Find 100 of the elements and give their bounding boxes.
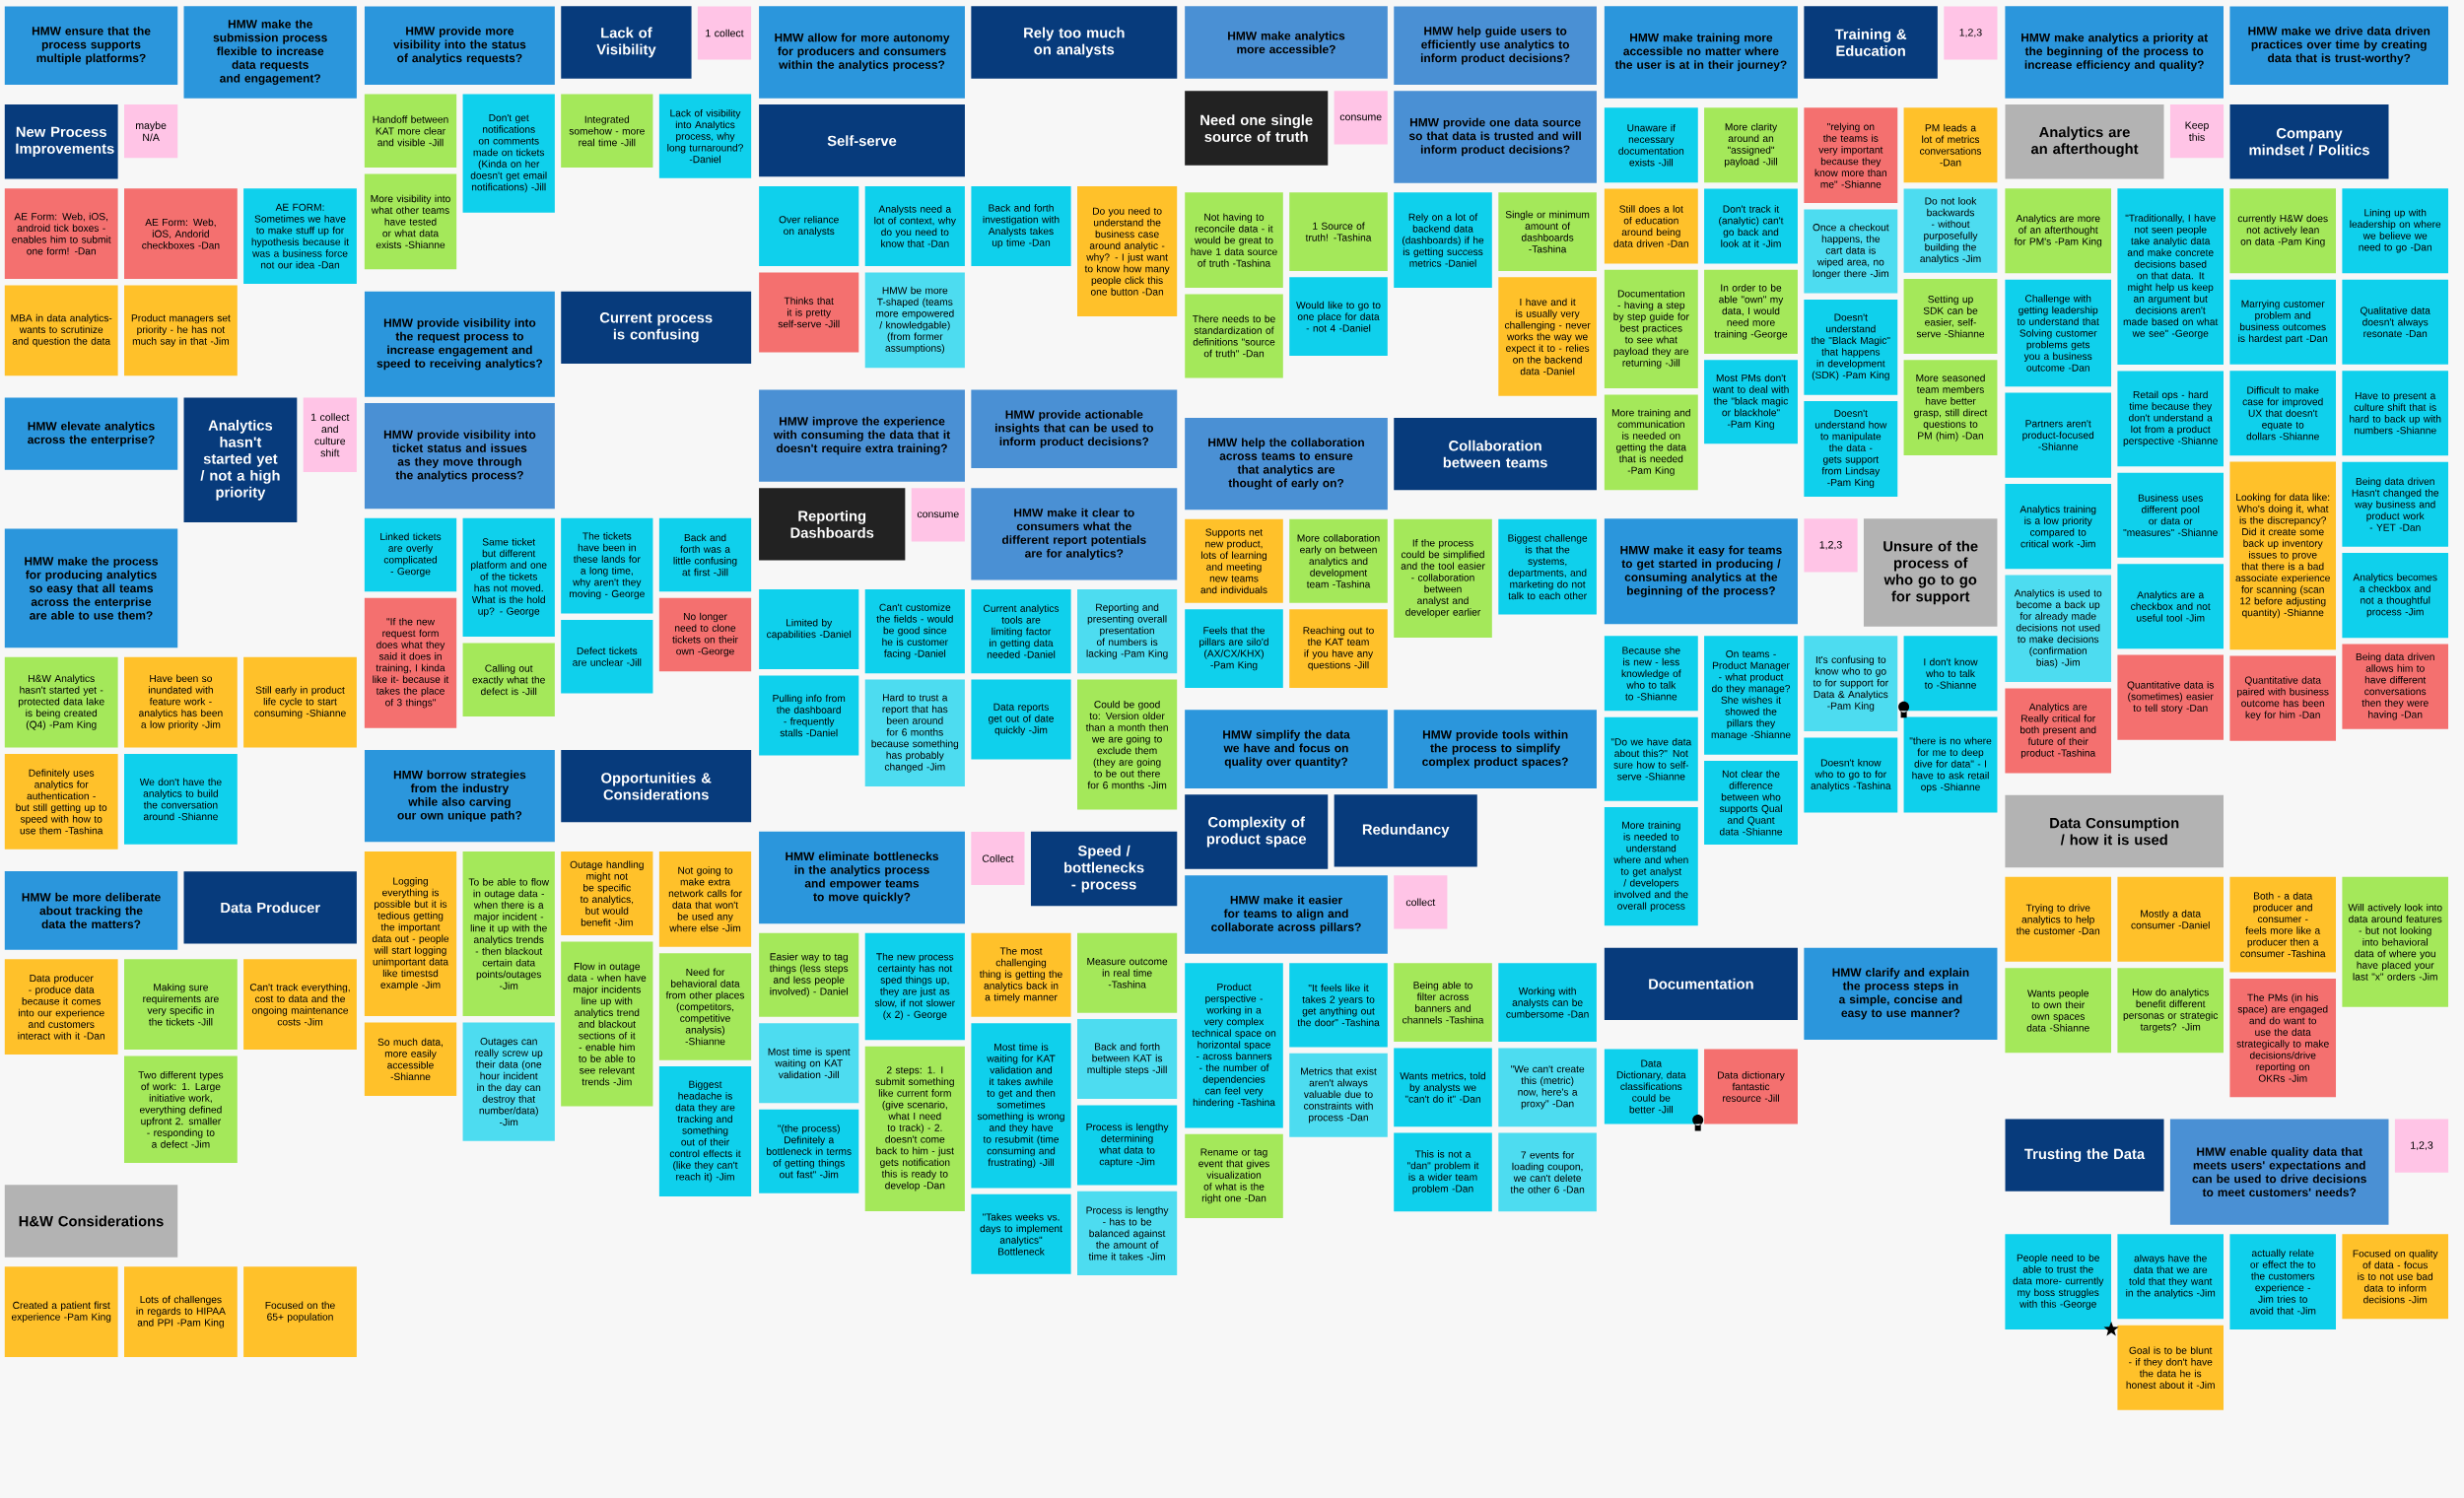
question-card: HMW make analytics more accessible? [1185, 6, 1388, 79]
sticky-note: Biggest headache is data they are tracking and something out of their control effects it (like they can't reach it) -Jim [658, 1066, 752, 1196]
sticky-note: Can't track everything, cost to data and the ongoing maintenance costs -Jim [243, 959, 357, 1051]
sticky-note: "there is no where for me to deep dive for data" - I have to ask retail ops -Shianne [1903, 716, 1998, 813]
sticky-note: Not clear the difference between who supports Qual and Quant data -Shianne [1704, 760, 1798, 846]
sticky-note: 2 steps: 1. I submit something like current form (give scenario, what I need to track) - 2. doesn't come back to him - just gets notification this is ready to develop -Dan [864, 1046, 965, 1211]
theme-card: Current process is confusing [561, 291, 752, 364]
sticky-note: I don't know who to talk to -Shianne [1903, 636, 1998, 712]
sticky-note: I have and it is usually very challenging - never works the way we expect it to - relies on the backend data -Daniel [1498, 277, 1597, 396]
tag-note: consume [1334, 91, 1388, 145]
question-card: HMW be more deliberate about tracking the data the matters? [4, 871, 178, 950]
sticky-note: always have the data that we are told that they want in the analytics -Jim [2117, 1234, 2224, 1320]
theme-card: Collaboration between teams [1394, 417, 1597, 491]
sticky-note: Have been so inundated with feature work - analytics has been a low priority -Jim [124, 656, 238, 748]
question-card: HMW make it clear to consumers what the different report potentials are for analytics? [971, 488, 1178, 580]
theme-card: Data Producer [183, 871, 357, 944]
sticky-note: There needs to be standardization of definitions "source of truth" -Dan [1185, 294, 1283, 378]
sticky-note: Linked tickets are overly complicated - George [364, 517, 457, 592]
sticky-note: Reaching out to the KAT team if you have any questions -Jill [1289, 609, 1388, 688]
question-card: HMW make training more accessible no matter where the user is at in their journey? [1604, 6, 1798, 99]
sticky-note: AE Form: Web, iOS, Andorid checkboxes -Dan [124, 188, 238, 279]
question-card: HMW provide visibility into ticket status and issues as they move through the analytics process? [364, 403, 555, 510]
theme-card: H&W Considerations [4, 1185, 178, 1258]
sticky-note: Flow in outage data - when have major incidents line up with analytics trend and blackout sections of it - enable him to be able to see relevant trends -Jim [561, 941, 653, 1107]
sticky-note: The tickets have been in these lands for a long time, why aren't they moving - George [561, 517, 653, 614]
sticky-note: Back and forth was a little confusing at first -Jill [658, 517, 752, 592]
sticky-note: Analytics becomes a checkbox and not a thoughtful process -Jim [2342, 553, 2448, 639]
theme-card: New Process Improvements [4, 104, 118, 179]
tag-note: 1 collect and culture shift [303, 397, 357, 472]
tag-note: maybe N/A [124, 104, 178, 159]
sticky-note: Thinks that it is pretty self-serve -Jill [759, 272, 859, 353]
sticky-note: Setting up SDK can be easier, self-serve -Shianne [1903, 279, 1998, 354]
theme-card: Rely too much on analysts [971, 6, 1178, 79]
sticky-note: "(the process) Definitely a bottleneck in terms of getting things out fast" -Jim [759, 1109, 859, 1193]
sticky-note: In order to be able "own" my data, I would need more training -George [1704, 269, 1798, 354]
sticky-note: Outage handling might not be specific to analytics, but would benefit -Jim [561, 851, 653, 936]
sticky-note: PM leads a lot of metrics conversations -Dan [1903, 107, 1998, 183]
sticky-note: Not having to reconcile data - it would be great to have 1 data source of truth -Tashina [1185, 192, 1283, 288]
sticky-note: More clarity around an "assigned" payload -Jill [1704, 107, 1798, 183]
sticky-note: Unaware if necessary documentation exists -Jill [1604, 107, 1698, 183]
sticky-note: Limited by capabilities -Daniel [759, 589, 859, 670]
question-card: HMW provide actionable insights that can be used to inform product decisions? [971, 389, 1178, 469]
theme-card: Self-serve [759, 104, 965, 177]
question-card: HMW help the collaboration across teams to ensure that analytics are thought of early on? [1185, 417, 1388, 511]
tag-note: consume [911, 488, 965, 542]
sticky-note: actually relate or effect the to the customers experience - Jim tries to avoid that -Jim [2229, 1234, 2336, 1329]
theme-card: Analytics hasn't started yet / not a high priority [183, 397, 298, 523]
sticky-note: Most time is spent waiting on KAT validation -Jill [759, 1023, 859, 1104]
sticky-note: Marrying customer problem and business outcomes is hardest part -Dan [2229, 279, 2336, 365]
sticky-note: Current analytics tools are limiting factor in getting data needed -Daniel [971, 589, 1071, 674]
sticky-note: Lack of visibility into Analytics process, why long turnaround? -Daniel [658, 94, 752, 178]
question-card: HMW clarify and explain the process steps in a simple, concise and easy to use manner? [1804, 947, 1998, 1040]
sticky-note: Calling out exactly what the defect is -Jill [462, 643, 555, 716]
sticky-note: Analytics are Really critical for both present and future of their product -Tashina [2005, 688, 2111, 774]
sticky-note: Analysts need a lot of context, why do you need to know that -Dan [864, 186, 965, 266]
sticky-note: Handoff between KAT more clear and visible -Jill [364, 94, 457, 169]
sticky-note: Can't customize the fields - would be good since he is customer facing -Daniel [864, 589, 965, 674]
sticky-note: Could be good to: Version older than a month then we are going to exclude them (they are going to be out there for 6 months -Jim [1077, 679, 1178, 810]
question-card: HMW make the process for producing analytics so easy that all teams across the enterprise are able to use them? [4, 528, 178, 648]
sticky-note: Documentation - having a step by step guide for best practices to see what payload they are returning -Jill [1604, 269, 1698, 389]
theme-card: Documentation [1604, 947, 1798, 1020]
sticky-note: Most time is waiting for KAT validation and it takes awhile to get and then sometimes something is wrong and they have to resubmit (time consuming and frustrating) -Jill [971, 1023, 1071, 1189]
theme-card: Data Consumption / how it is used [2005, 794, 2224, 868]
question-card: HMW make it easier for teams to align and collaborate across pillars? [1185, 875, 1388, 954]
tag-note: 1,2,3 [1804, 518, 1858, 573]
sticky-note: Analytics are a checkbox and not useful tool -Jim [2117, 564, 2224, 649]
sticky-note: Analytics is used to become a back up for already made decisions not used to make decisions (confirmation bias) -Jim [2005, 575, 2111, 683]
sticky-note: Retail ops - hard time because they don't understand a lot from a product perspective -Shianne [2117, 371, 2224, 467]
sticky-note: Business uses different pool or data or "measures" -Shianne [2117, 472, 2224, 558]
question-card: HMW make it easy for teams to get started in producing / consuming analytics at the beginning of the process? [1604, 518, 1798, 625]
sticky-note: Being able to filter across banners and channels -Tashina [1394, 963, 1492, 1043]
question-card: HMW provide tools within the process to simplify complex product spaces? [1394, 710, 1597, 788]
theme-card: Reporting Dashboards [759, 488, 906, 561]
sticky-note: Same ticket but different platform and one of the tickets has not moved. What is the hold up? - George [462, 517, 555, 638]
theme-card: Opportunities & Considerations [561, 750, 752, 823]
sticky-note: The most challenging thing is getting the analytics back in a timely manner [971, 932, 1071, 1017]
sticky-note: Measure outcome in real time -Tashina [1077, 932, 1178, 1013]
sticky-note: More visibility into what other teams have tested or what data exists -Shianne [364, 173, 457, 270]
sticky-note: Focused on the 65+ population [243, 1266, 357, 1358]
sticky-note: Challenge with getting leadership to understand that Solving customer problems gets you a business outcome -Dan [2005, 279, 2111, 387]
sticky-note: Still early in product life cycle to start consuming -Shianne [243, 656, 357, 748]
question-card: HMW borrow strategies from the industry while also carving our own unique path? [364, 750, 555, 843]
question-card: HMW improve the experience with consuming the data that it doesn't require extra training? [759, 389, 965, 482]
sticky-note: "If the new request form does what they said it does in training, I kinda like it- because it takes the place of 3 things" [364, 597, 457, 728]
sticky-note: H&W Analytics hasn't started yet - protected data lake is being created (Q4) -Pam King [4, 656, 118, 748]
tag-note: 1,2,3 [1944, 6, 1998, 60]
theme-card: Speed / bottlenecks - process [1030, 831, 1178, 907]
sticky-note: Data dictionary fantastic resource -Jill [1704, 1049, 1798, 1124]
sticky-note: The new process certainty has not sped things up, they are just as slow, if not slower (x 2) - George [864, 932, 965, 1041]
sticky-note: MBA in data analytics- wants to scrutinize and question the data [4, 285, 118, 376]
theme-card: Complexity of product space [1185, 794, 1329, 869]
sticky-note: Do not look backwards - without purposefully building the analytics -Jim [1903, 188, 1998, 273]
sticky-note: It's confusing to know who to go to for support for Data & Analytics -Pam King [1804, 636, 1898, 732]
sticky-note: "We can't create this (metric) now, here's a proxy" -Dan [1498, 1048, 1597, 1127]
sticky-note: More training and communication is needed on getting the data that is needed -Pam King [1604, 394, 1698, 491]
sticky-note: On teams - Product Manager - what product do they manage? She wishes it showed the pillars they manage -Shianne [1704, 636, 1798, 755]
theme-card: Unsure of the process of who go to go for support [1863, 518, 1998, 627]
sticky-note: AE FORM: Sometimes we have to make stuff up for hypothesis because it was a business force not our idea -Dan [243, 188, 357, 284]
sticky-note: "Takes weeks vs. days to implement analytics" Bottleneck [971, 1193, 1071, 1274]
sticky-note: The PMs (in his space) are engaged and do want to use the data strategically to make decisions/drive reporting on OKRs -Jim [2229, 978, 2336, 1098]
